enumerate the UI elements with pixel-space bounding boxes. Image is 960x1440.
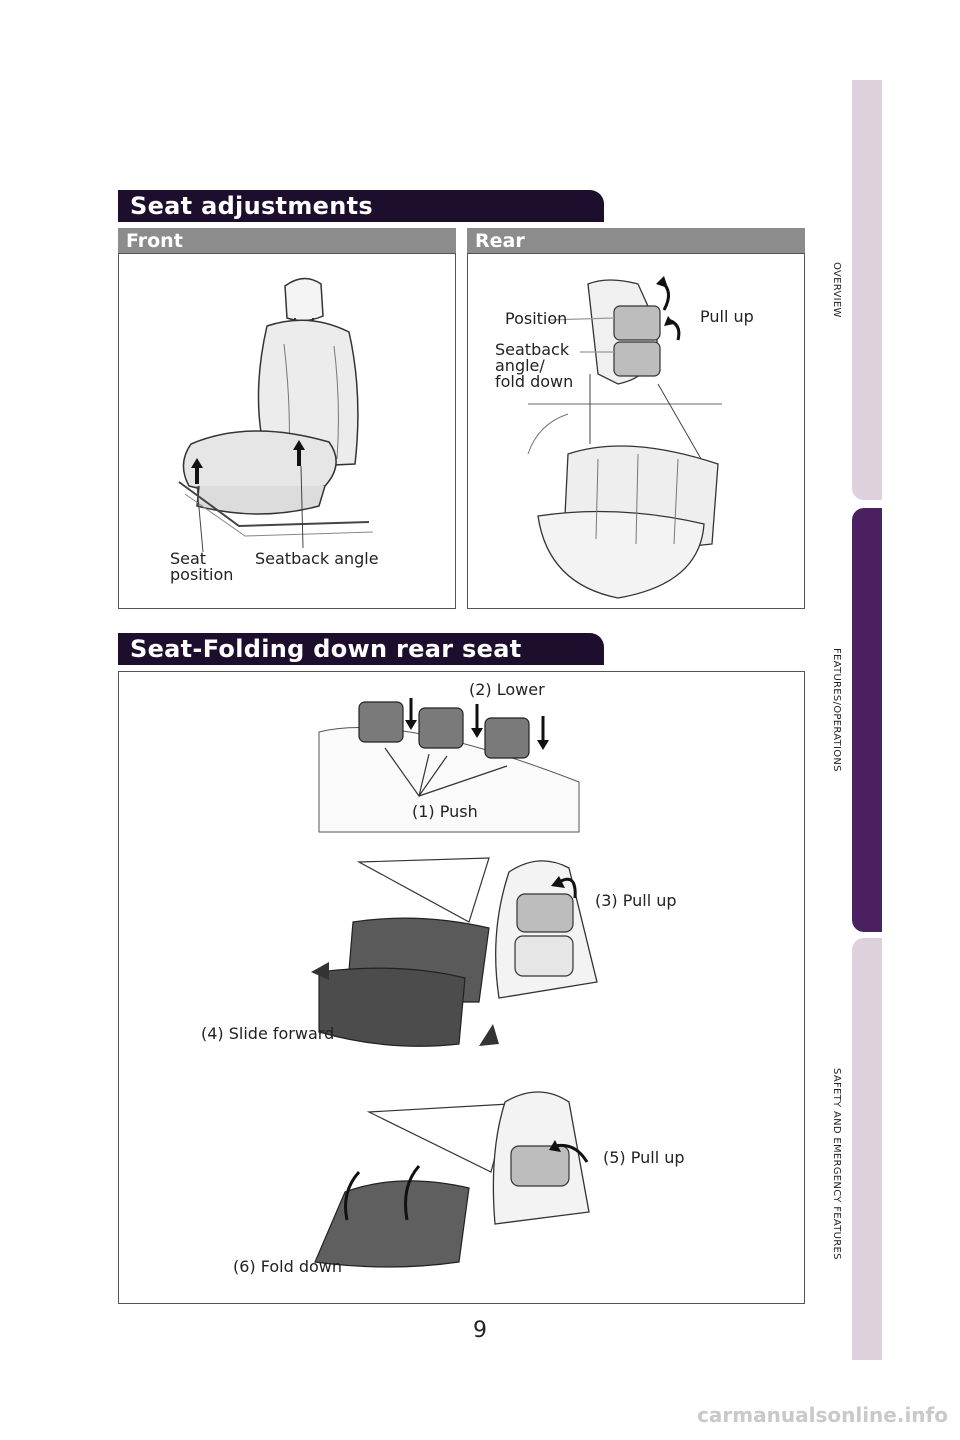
front-seat-illustration xyxy=(178,277,374,553)
label-seat-position: Seat position xyxy=(170,549,234,584)
label-seatback-angle-fold-down: Seatback angle/ fold down xyxy=(495,340,574,391)
front-seat-panel xyxy=(118,253,456,609)
subheading-rear: Rear xyxy=(467,228,805,254)
step-1-push: (1) Push xyxy=(412,802,478,821)
folding-steps-panel xyxy=(118,671,805,1304)
tab-label-overview: OVERVIEW xyxy=(831,262,842,318)
step-6-fold-down: (6) Fold down xyxy=(233,1257,343,1276)
tab-label-safety: SAFETY AND EMERGENCY FEATURES xyxy=(831,1068,842,1260)
step-5-pull-up: (5) Pull up xyxy=(603,1148,685,1167)
tab-overview[interactable] xyxy=(852,80,882,500)
tab-label-features: FEATURES/OPERATIONS xyxy=(831,648,842,772)
step-3-pull-up: (3) Pull up xyxy=(595,891,677,910)
step-2-lower: (2) Lower xyxy=(469,680,545,699)
section-title-seat-adjustments: Seat adjustments xyxy=(118,190,604,222)
label-position: Position xyxy=(505,309,568,328)
page-number: 9 xyxy=(473,1318,487,1343)
label-seatback-angle: Seatback angle xyxy=(255,549,379,568)
section-title-folding-rear-seat: Seat-Folding down rear seat xyxy=(118,633,604,665)
rear-seat-illustration xyxy=(527,276,722,599)
step-4-slide-forward: (4) Slide forward xyxy=(201,1024,335,1043)
subheading-front: Front xyxy=(118,228,456,254)
folding-steps-illustration xyxy=(311,698,598,1268)
label-pull-up: Pull up xyxy=(700,307,754,326)
watermark: carmanualsonline.info xyxy=(697,1403,948,1427)
rear-seat-panel xyxy=(467,253,805,609)
tab-safety-emergency[interactable] xyxy=(852,938,882,1360)
tab-features-operations[interactable] xyxy=(852,508,882,932)
